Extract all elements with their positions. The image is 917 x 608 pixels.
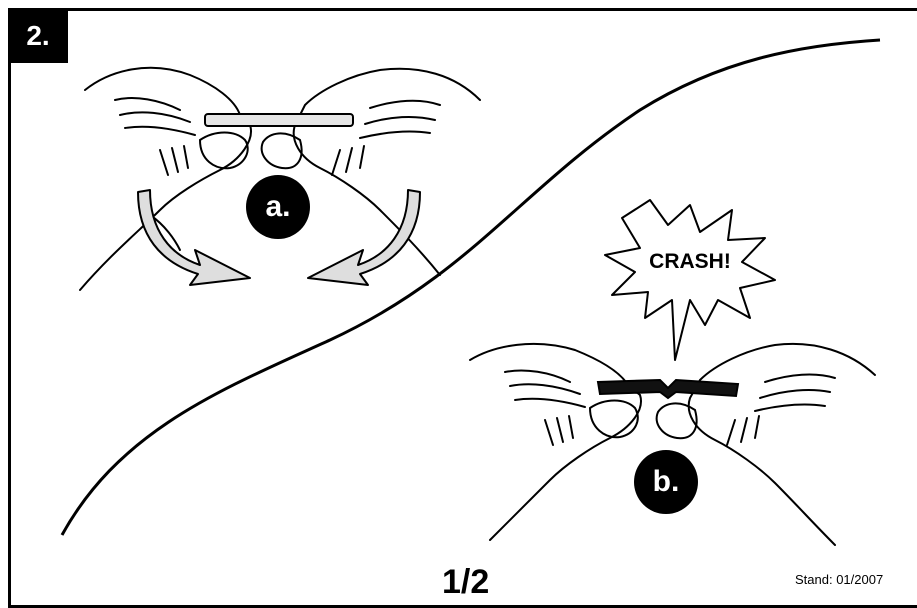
- step-number: 2.: [8, 8, 68, 63]
- divider-curve: [62, 40, 880, 535]
- ampoule-broken: [598, 380, 738, 398]
- crash-text: CRASH!: [625, 250, 755, 274]
- label-a-badge: a.: [246, 175, 310, 239]
- crash-burst: [605, 200, 775, 360]
- label-b-badge: b.: [634, 450, 698, 514]
- arrow-left-icon: [138, 190, 250, 285]
- instruction-illustration: [0, 0, 917, 586]
- ampoule-intact: [205, 114, 353, 126]
- hands-breaking-ampoule: [470, 344, 875, 545]
- page-number: 1/2: [442, 565, 489, 599]
- stand-date: Stand: 01/2007: [795, 572, 883, 587]
- arrow-right-icon: [308, 190, 420, 285]
